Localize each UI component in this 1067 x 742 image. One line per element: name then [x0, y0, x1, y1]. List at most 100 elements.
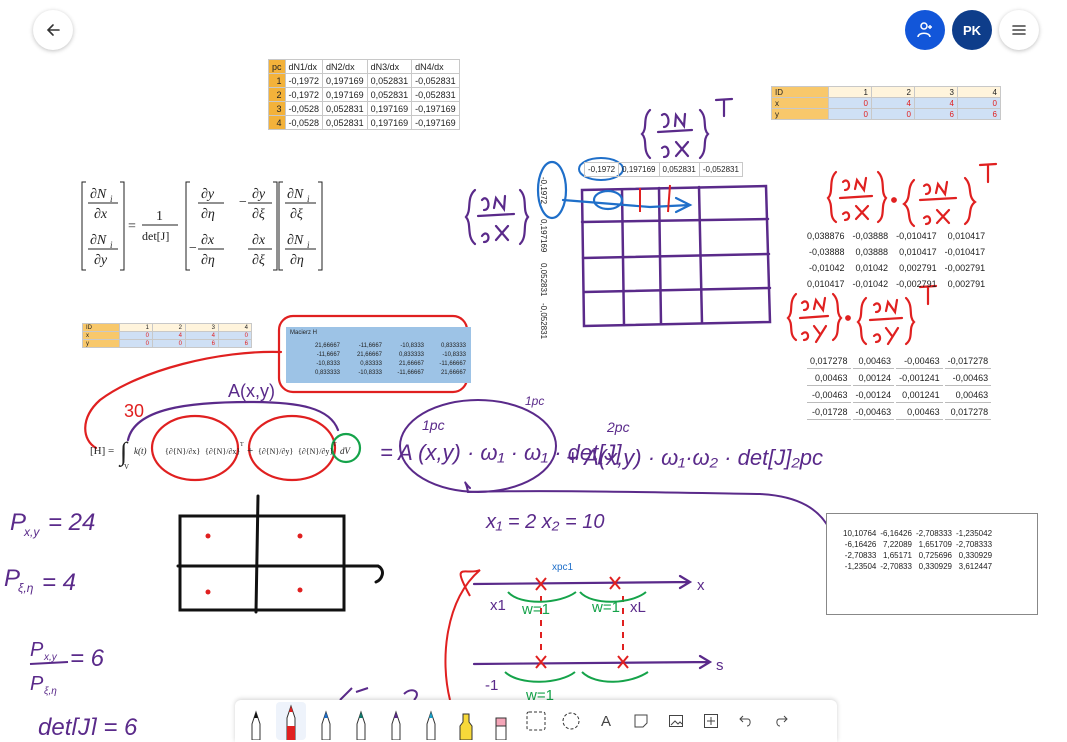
formula-text: ∂N	[287, 187, 304, 202]
pen-teal-icon	[356, 710, 366, 740]
formula-text: ∂x	[94, 207, 108, 222]
pen-teal-tool[interactable]	[346, 702, 376, 740]
shape-tool[interactable]	[556, 702, 586, 740]
table-cell: 0,052831	[539, 263, 548, 297]
svg-text:= 6: = 6	[70, 645, 105, 672]
table-header: dN3/dx	[366, 59, 413, 74]
table-cell: 6	[218, 339, 252, 348]
table-cell: -0,00463	[896, 354, 943, 369]
table-cell: 10,10764	[843, 529, 877, 538]
formula-text: T	[240, 442, 244, 448]
table-cell: 4	[185, 331, 219, 340]
table-cell: -0,1972	[583, 162, 620, 177]
eraser-icon	[495, 717, 507, 740]
eraser-tool[interactable]	[486, 702, 516, 740]
formula-text: 1	[156, 209, 163, 224]
user-avatar[interactable]: PK	[952, 10, 992, 50]
svg-text:det[J] = 6: det[J] = 6	[38, 714, 138, 735]
table-cell: 0	[152, 339, 186, 348]
svg-text:= A (x,y) · ω₁ · ω₁ · det[J]: = A (x,y) · ω₁ · ω₁ · det[J]	[380, 440, 622, 465]
table-cell: -2,708333	[915, 529, 952, 538]
table-cell: 0,00463	[896, 405, 943, 420]
table-cell: 0,197169	[366, 101, 413, 116]
redo-button[interactable]	[766, 702, 796, 740]
formula-text: ∂x	[252, 233, 266, 248]
formula-text: =	[128, 219, 136, 234]
svg-text:w=1: w=1	[521, 601, 550, 618]
text-tool[interactable]: A	[591, 702, 621, 740]
table-cell: -0,052831	[411, 87, 460, 102]
table-cell: 3	[914, 86, 958, 98]
table-cell: 0,197169	[322, 73, 368, 88]
table-cell: 0	[957, 97, 1001, 109]
pen-blue-tool[interactable]	[311, 702, 341, 740]
macierz-h-title: Macierz H	[290, 330, 318, 336]
pen-purple-tool[interactable]	[381, 702, 411, 740]
table-cell: 2	[871, 86, 915, 98]
formula-text: i	[110, 240, 113, 250]
table-cell: 0,725696	[918, 551, 952, 560]
svg-text:P: P	[4, 565, 20, 592]
table-cell: 0,052831	[322, 101, 368, 116]
table-cell: 1	[268, 73, 286, 88]
table-row: 10,10764-6,16426-2,708333-1,235042	[841, 528, 994, 539]
svg-text:x,y: x,y	[43, 652, 58, 663]
table-cell: -0,001241	[896, 371, 943, 386]
table-cell: -0,052831	[539, 303, 548, 340]
svg-text:1pc: 1pc	[422, 417, 445, 433]
arrow-left-icon	[46, 24, 60, 36]
table-cell: 4	[268, 115, 286, 130]
table-cell: -0,197169	[411, 101, 460, 116]
undo-button[interactable]	[731, 702, 761, 740]
table-cell: 21,66667	[398, 360, 424, 367]
back-button[interactable]	[33, 10, 73, 50]
table-cell: -0,1972	[284, 87, 324, 102]
table-cell: -6,16426	[880, 529, 912, 538]
highlighter-tool[interactable]	[451, 702, 481, 740]
table-cell: 0,330929	[918, 562, 952, 571]
image-tool[interactable]	[661, 702, 691, 740]
result-matrix-table: 10,10764-6,16426-2,708333-1,235042 -6,16…	[841, 528, 994, 572]
formula-text: ∂η	[201, 253, 215, 268]
invite-button[interactable]	[905, 10, 945, 50]
svg-text:-1: -1	[485, 677, 498, 694]
table-header: x	[82, 331, 120, 340]
coords-table-large: ID 1 2 3 4 x 0 4 4 0 y 0 0 6 6	[771, 86, 1001, 120]
pen-red-tool[interactable]	[276, 702, 306, 740]
formula-text: ∂N	[90, 233, 107, 248]
svg-text:x,y: x,y	[23, 525, 40, 539]
table-cell: 0	[828, 97, 872, 109]
table-cell: 6	[914, 108, 958, 120]
table-cell: 0,052831	[366, 73, 413, 88]
lasso-select-tool[interactable]	[521, 702, 551, 740]
svg-text:x₁ = 2 x₂ = 10: x₁ = 2 x₂ = 10	[485, 511, 604, 533]
coords-table-small: ID 1 2 3 4 x 0 4 4 0 y 0 0 6 6	[82, 323, 252, 348]
pen-cyan-tool[interactable]	[416, 702, 446, 740]
svg-text:P: P	[30, 673, 44, 695]
svg-text:+ A(x,y) · ω₁·ω₂ · det[J]₂pc: + A(x,y) · ω₁·ω₂ · det[J]₂pc	[566, 445, 823, 470]
formula-text: ∂y	[94, 253, 108, 268]
table-cell: 1,65171	[883, 551, 912, 560]
sticky-note-tool[interactable]	[626, 702, 656, 740]
table-cell: -0,002791	[944, 263, 986, 273]
svg-text:xL: xL	[630, 599, 646, 616]
table-cell: 0,833333	[440, 342, 466, 349]
add-tool[interactable]	[696, 702, 726, 740]
table-cell: -0,1972	[284, 73, 324, 88]
table-cell: 0,00124	[852, 371, 895, 386]
table-cell: 3,612447	[958, 562, 993, 571]
table-cell: -0,052831	[698, 162, 743, 177]
pen-black-tool[interactable]	[241, 702, 271, 740]
table-header: x	[771, 97, 829, 109]
table-cell: -0,0528	[284, 115, 324, 130]
table-cell: -0,01728	[807, 405, 851, 420]
formula-text: ∂N	[90, 187, 107, 202]
table-cell: -11,6667	[316, 351, 340, 358]
menu-button[interactable]	[999, 10, 1039, 50]
